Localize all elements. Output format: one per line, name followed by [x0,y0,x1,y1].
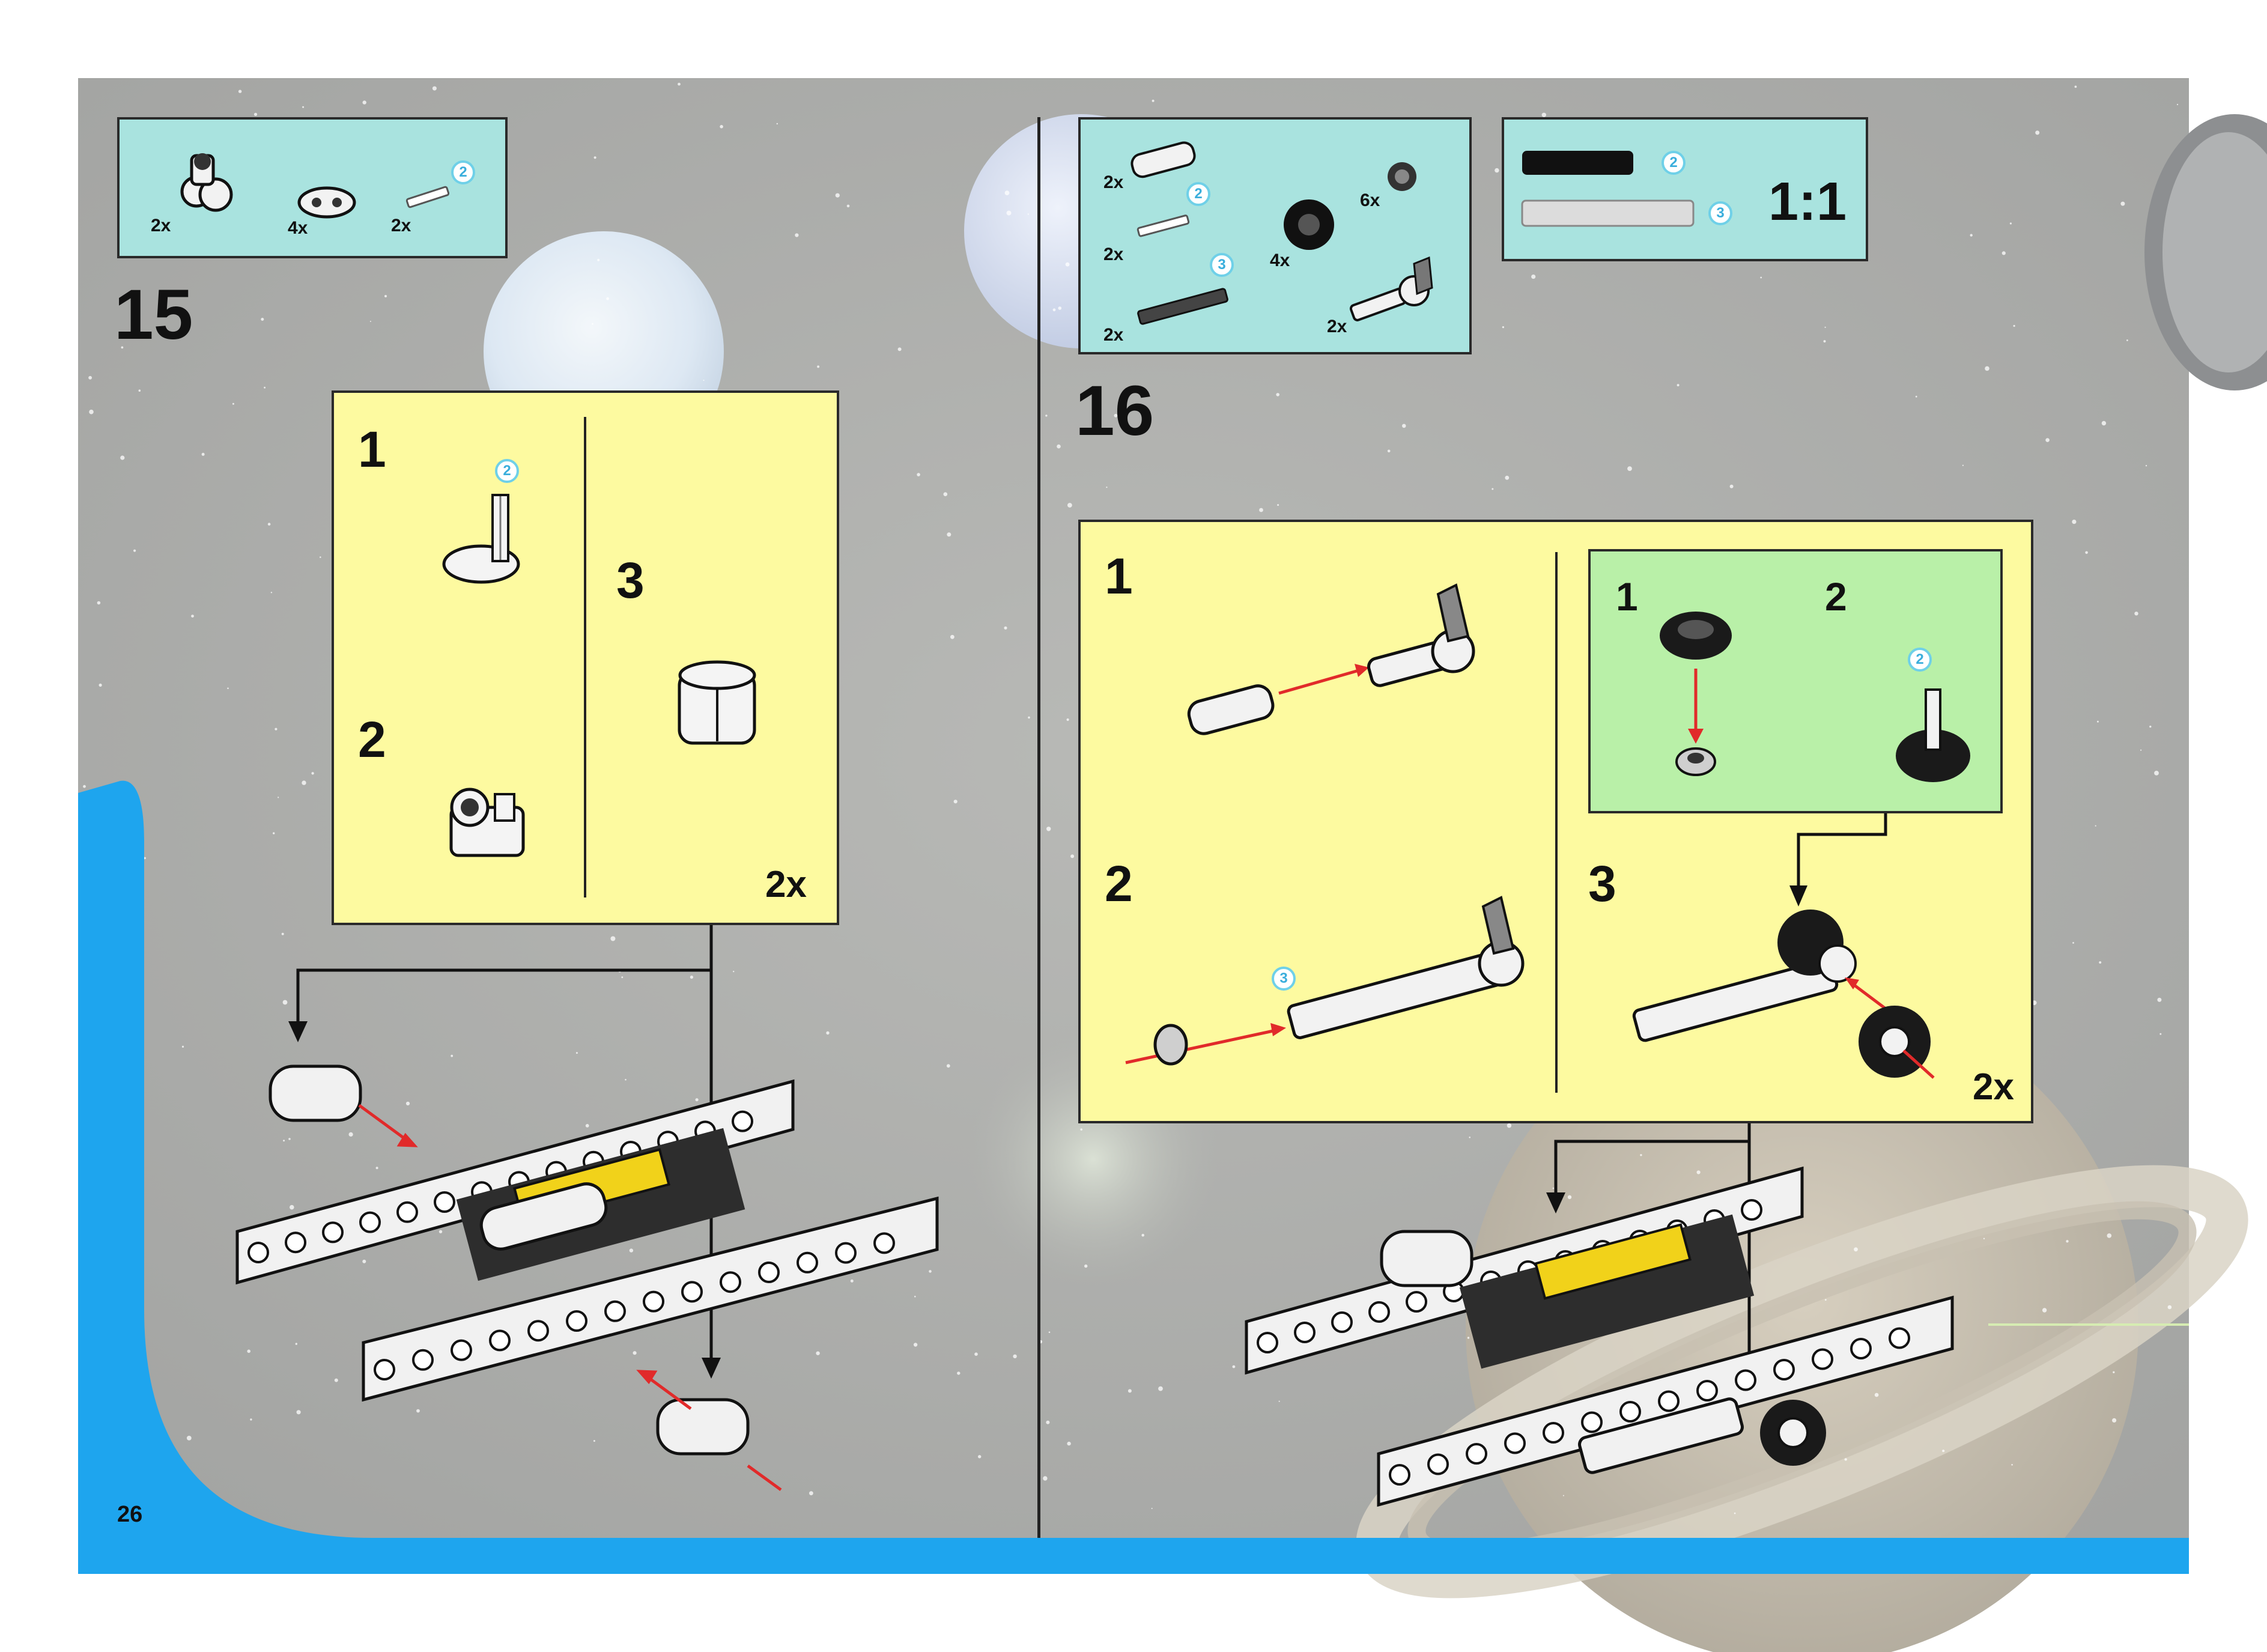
double-pin-connector [1382,1231,1472,1286]
page-number: 26 [117,1503,142,1526]
